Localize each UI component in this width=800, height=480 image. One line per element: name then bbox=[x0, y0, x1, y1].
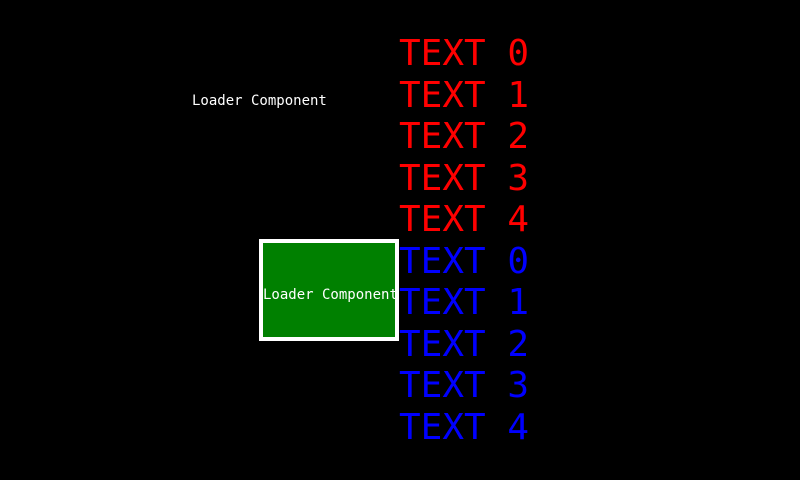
text-row: TEXT 2 bbox=[399, 323, 530, 365]
text-row: TEXT 0 bbox=[399, 33, 530, 74]
loader-component-box[interactable]: Loader Component bbox=[259, 239, 399, 341]
loader-component-box-label: Loader Component bbox=[263, 287, 398, 303]
text-row: TEXT 0 bbox=[399, 240, 530, 282]
text-row: TEXT 4 bbox=[399, 406, 530, 448]
text-row: TEXT 4 bbox=[399, 199, 530, 240]
loader-component-label-plain: Loader Component bbox=[192, 93, 327, 109]
text-row: TEXT 1 bbox=[399, 282, 530, 323]
text-row: TEXT 3 bbox=[399, 365, 530, 406]
text-row: TEXT 2 bbox=[399, 116, 530, 157]
text-row: TEXT 3 bbox=[399, 157, 530, 199]
text-row: TEXT 1 bbox=[399, 74, 530, 116]
